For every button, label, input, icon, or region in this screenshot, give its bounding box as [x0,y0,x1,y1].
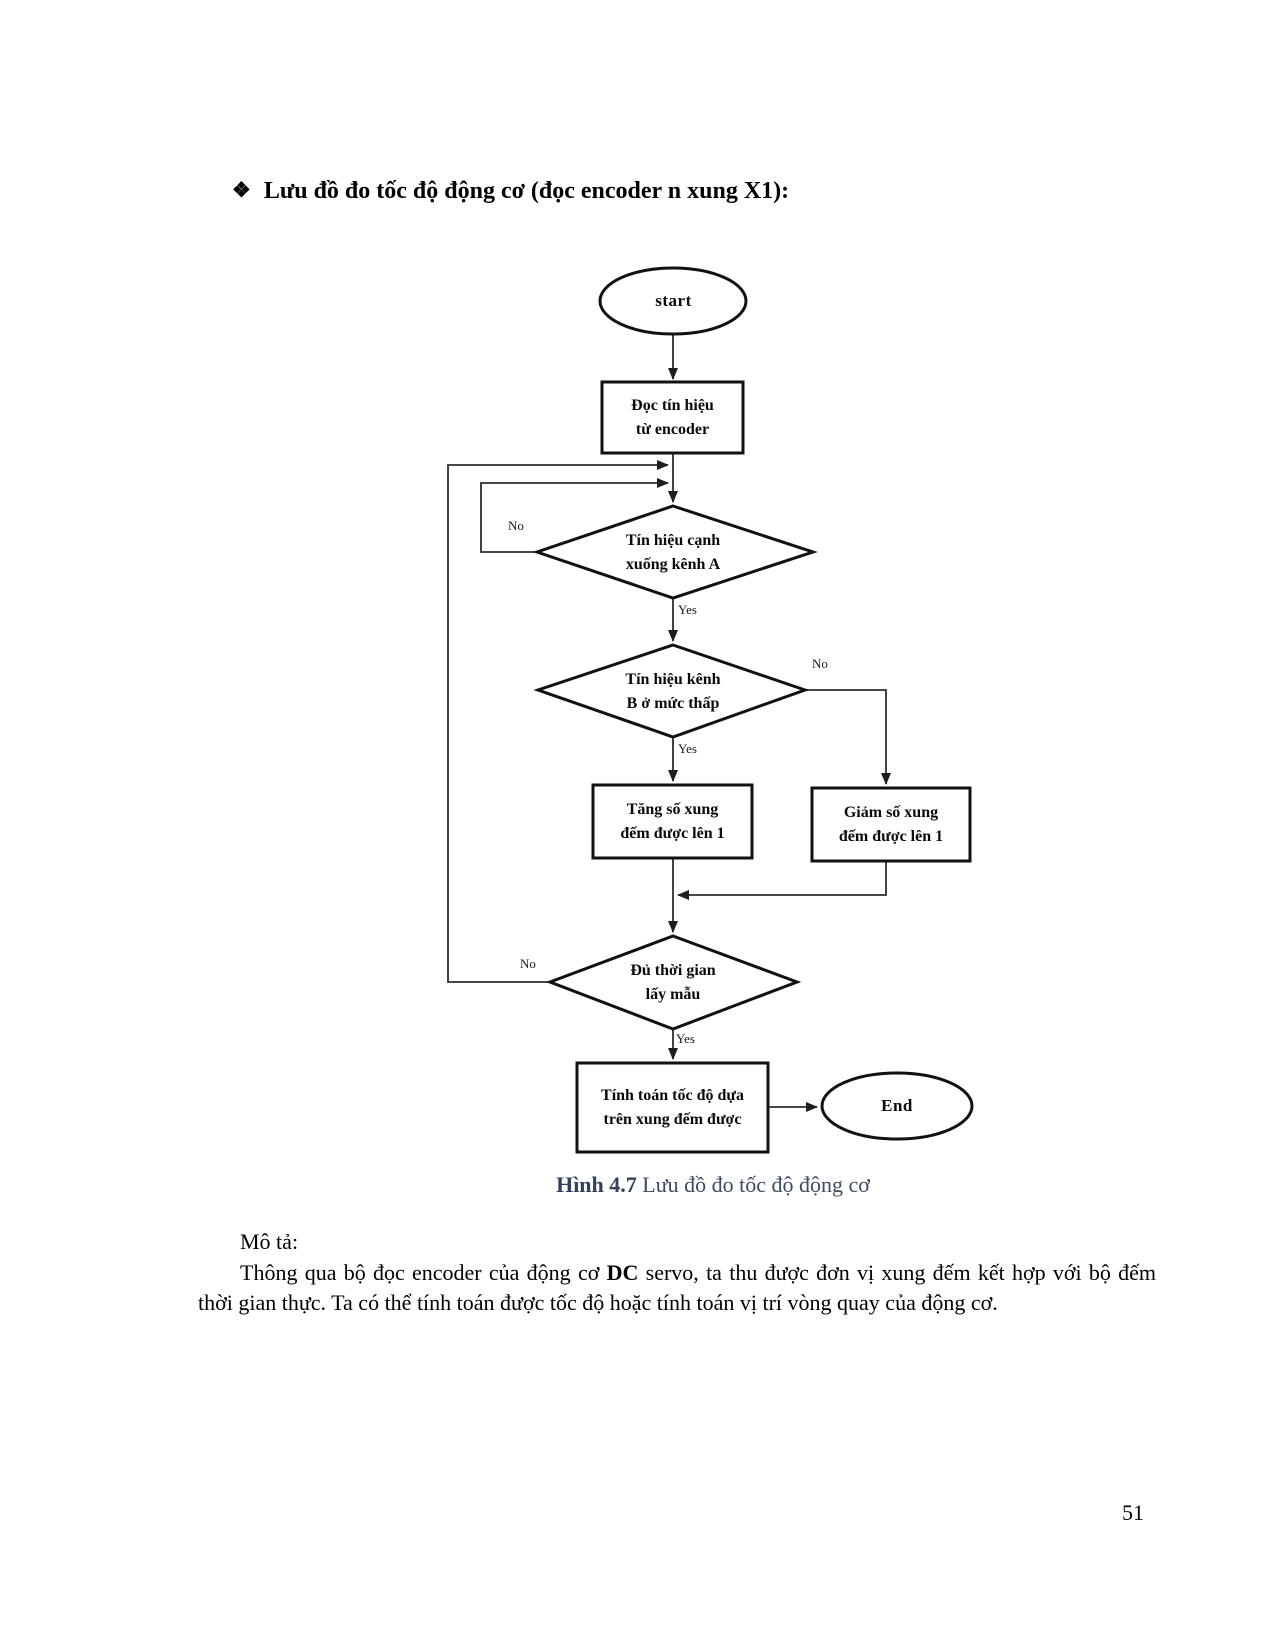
figure-caption-number: Hình 4.7 [556,1172,637,1197]
description-intro: Mô tả: [240,1229,299,1254]
node-decrease-count: Giảm số xung đếm được lên 1 [838,803,944,845]
node-channel-b-decision: Tín hiệu kênh B ở mức thấp [625,670,721,712]
edge-label-yes-sampling: Yes [676,1031,695,1046]
flowchart-shapes [532,266,974,1154]
increase-count-shape [591,783,754,860]
edge-label-no-channel-b: No [812,656,828,671]
figure-caption: Hình 4.7 Lưu đồ đo tốc độ động cơ [163,1172,1263,1198]
decrease-count-shape [810,786,972,863]
description-text-after: servo, ta thu được đơn vị xung đếm kết h… [198,1259,1156,1316]
edge-label-yes-channel-b: Yes [678,741,697,756]
description-block: Mô tả: Thông qua bộ đọc encoder của động… [198,1227,1156,1319]
node-sampling-decision: Đủ thời gian lấy mẫu [630,961,716,1003]
edge-label-no-edge-detect: No [508,518,524,533]
edge-decrease-merge [677,862,887,900]
node-end: End [881,1096,913,1116]
compute-speed-shape [575,1061,770,1154]
sampling-decision-shape [545,934,802,1031]
figure-caption-text: Lưu đồ đo tốc độ động cơ [636,1172,870,1197]
end-terminal-shape [820,1071,974,1141]
edge-no-loop-edge-detect [480,478,669,553]
edge-label-no-sampling: No [520,956,536,971]
section-heading: ❖ Lưu đồ đo tốc độ động cơ (đọc encoder n… [232,178,789,205]
node-compute-speed: Tính toán tốc độ dựa trên xung đếm được [601,1086,744,1128]
start-terminal-shape [598,266,748,336]
node-start: start [655,291,692,311]
flowchart-connectors [447,335,891,1112]
node-read-encoder: Đọc tín hiệu từ encoder [631,396,714,438]
node-edge-detect-decision: Tín hiệu cạnh xuống kênh A [625,531,721,573]
page-number: 51 [1122,1500,1144,1525]
edge-no-loop-sampling [447,460,669,983]
read-encoder-shape [600,380,745,455]
edge-no-to-decrease [805,689,891,785]
channel-b-decision-shape [533,643,810,739]
section-heading-text: Lưu đồ đo tốc độ động cơ (đọc encoder n … [263,178,790,204]
description-text-bold: DC [606,1259,639,1285]
diamond-bullet-icon: ❖ [232,178,251,202]
node-increase-count: Tăng số xung đếm được lên 1 [620,800,725,842]
edge-detect-decision-shape [532,504,818,600]
description-text-before: Thông qua bộ đọc encoder của động cơ [240,1259,607,1285]
edge-label-yes-edge-detect: Yes [678,602,697,617]
description-paragraph: Thông qua bộ đọc encoder của động cơ DC … [198,1258,1156,1319]
